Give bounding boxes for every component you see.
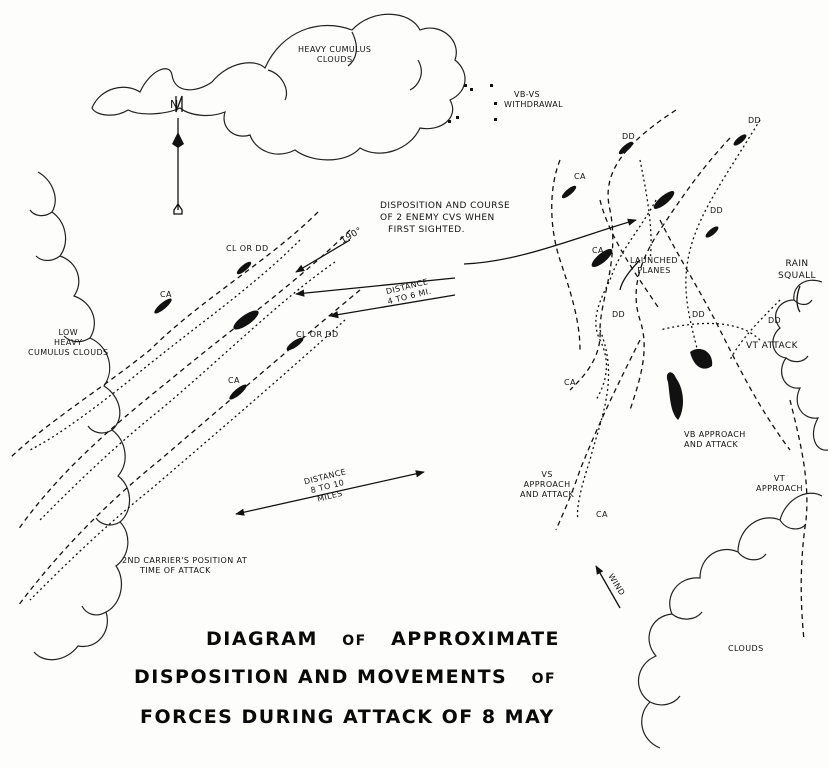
vt-approach-label: VT APPROACH bbox=[756, 474, 803, 494]
north-label: N bbox=[170, 98, 179, 111]
second-carrier-label: 2ND CARRIER'S POSITION AT TIME OF ATTACK bbox=[122, 556, 247, 576]
dd-label-c: DD bbox=[710, 206, 724, 215]
low-heavy-line2: HEAVY bbox=[54, 338, 83, 347]
disposition-line3: FIRST SIGHTED. bbox=[388, 225, 465, 235]
title-line-1: DIAGRAM OF APPROXIMATE bbox=[206, 628, 560, 650]
dd-label-d: DD bbox=[612, 310, 626, 319]
disposition-line2: OF 2 ENEMY CVs WHEN bbox=[380, 213, 495, 223]
vt-approach-line1: VT bbox=[773, 474, 786, 483]
heavy-cumulus-line2: CLOUDS bbox=[316, 55, 353, 64]
distance-4-6-arrow bbox=[295, 277, 456, 297]
withdrawal-aircraft-marks bbox=[448, 84, 497, 123]
heavy-cumulus-line1: HEAVY CUMULUS bbox=[298, 45, 372, 54]
dd-label-b: DD bbox=[748, 116, 762, 125]
title-approximate: APPROXIMATE bbox=[391, 628, 561, 650]
launched-line2: PLANES bbox=[637, 266, 671, 275]
heavy-cumulus-label: HEAVY CUMULUS CLOUDS bbox=[298, 45, 371, 65]
cl-or-dd-label-1: CL or DD bbox=[226, 244, 269, 253]
low-heavy-cumulus-cloud-left bbox=[29, 171, 131, 661]
launched-planes-label: LAUNCHED PLANES bbox=[630, 256, 678, 276]
second-carrier-line2: TIME OF ATTACK bbox=[140, 566, 211, 575]
clouds-label: CLOUDS bbox=[728, 644, 764, 653]
distance-4-6-arrow-2 bbox=[329, 294, 456, 319]
low-heavy-line1: LOW bbox=[58, 328, 79, 337]
disposition-label: DISPOSITION AND COURSE OF 2 ENEMY CVs WH… bbox=[380, 200, 510, 236]
rain-squall-label: RAIN SQUALL bbox=[778, 258, 816, 282]
distance-8-10-arrow bbox=[235, 470, 425, 516]
vs-approach-line1: VS bbox=[541, 470, 553, 479]
vb-vs-line1: VB-VS bbox=[514, 90, 540, 99]
vb-approach-line2: AND ATTACK bbox=[684, 440, 739, 449]
ca-label-1: CA bbox=[160, 290, 172, 299]
launched-planes-leader bbox=[619, 259, 641, 291]
vs-approach-label: VS APPROACH AND ATTACK bbox=[520, 470, 574, 500]
vs-approach-line2: APPROACH bbox=[523, 480, 571, 489]
rain-squall-cloud bbox=[772, 279, 829, 451]
low-heavy-cumulus-label: LOW HEAVY CUMULUS CLOUDS bbox=[28, 328, 108, 358]
attack-approach-tracks bbox=[551, 109, 808, 641]
ca-label-5: CA bbox=[564, 378, 576, 387]
title-line-3: FORCES DURING ATTACK OF 8 MAY bbox=[140, 706, 555, 728]
ca-label-6: CA bbox=[596, 510, 608, 519]
enemy-ships-left bbox=[154, 261, 304, 400]
vt-approach-line2: APPROACH bbox=[756, 484, 803, 493]
rain-line1: RAIN bbox=[785, 259, 809, 269]
rain-line2: SQUALL bbox=[778, 271, 816, 281]
low-heavy-line3: CUMULUS CLOUDS bbox=[28, 348, 109, 357]
second-carrier-line1: 2ND CARRIER'S POSITION AT bbox=[122, 556, 248, 565]
launched-line1: LAUNCHED bbox=[630, 256, 678, 265]
north-arrow bbox=[172, 95, 184, 215]
title-of-2: OF bbox=[531, 671, 557, 687]
disposition-leader-line bbox=[463, 218, 637, 265]
enemy-ships-right bbox=[561, 134, 747, 420]
cl-or-dd-label-2: CL or DD bbox=[296, 330, 339, 339]
clouds-lower-right bbox=[637, 492, 823, 749]
title-disposition: DISPOSITION AND MOVEMENTS bbox=[134, 666, 508, 688]
title-line-2: DISPOSITION AND MOVEMENTS OF bbox=[134, 666, 556, 688]
title-of-1: OF bbox=[342, 633, 367, 649]
ca-label-2: CA bbox=[228, 376, 240, 385]
dd-label-f: DD bbox=[768, 316, 782, 325]
title-diagram: DIAGRAM bbox=[206, 628, 318, 650]
enemy-formation-tracks bbox=[9, 211, 361, 607]
dd-label-e: DD bbox=[692, 310, 706, 319]
vb-vs-withdrawal-label: VB-VS WITHDRAWAL bbox=[504, 90, 563, 110]
vb-approach-line1: VB APPROACH bbox=[684, 430, 746, 439]
vb-approach-label: VB APPROACH AND ATTACK bbox=[684, 430, 746, 450]
title-forces: FORCES DURING ATTACK OF 8 MAY bbox=[140, 706, 555, 728]
rain-squall-leader bbox=[796, 285, 801, 313]
heavy-cumulus-cloud-top bbox=[91, 13, 466, 161]
disposition-line1: DISPOSITION AND COURSE bbox=[380, 201, 511, 211]
ca-label-3: CA bbox=[574, 172, 586, 181]
ca-label-4: CA bbox=[592, 246, 604, 255]
vt-attack-label: VT ATTACK bbox=[746, 341, 798, 351]
vs-approach-line3: AND ATTACK bbox=[520, 490, 575, 499]
wind-arrow bbox=[595, 565, 621, 609]
dd-label-a: DD bbox=[622, 132, 636, 141]
vb-vs-line2: WITHDRAWAL bbox=[504, 100, 564, 109]
